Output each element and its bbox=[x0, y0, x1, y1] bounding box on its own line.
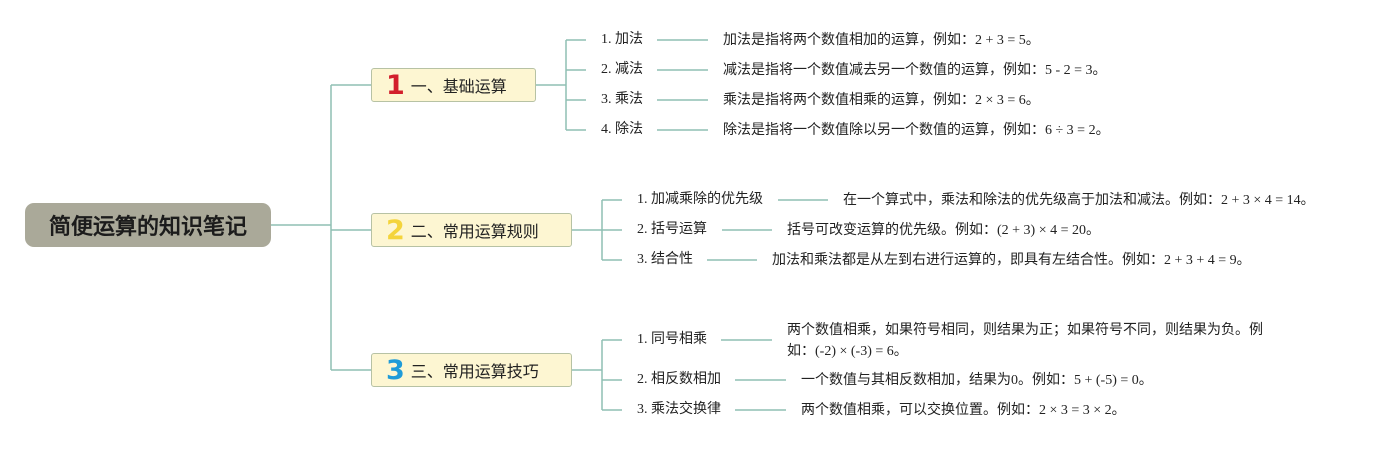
note-s1-4[interactable]: 除法是指将一个数值除以另一个数值的运算，例如：6 ÷ 3 = 2。 bbox=[723, 123, 1110, 138]
item-s1-2[interactable]: 2. 减法 bbox=[601, 62, 643, 77]
item-s3-2[interactable]: 2. 相反数相加 bbox=[637, 372, 721, 387]
connector-s2-notes bbox=[707, 199, 828, 261]
section-topic-3[interactable]: 3 三、常用运算技巧 bbox=[371, 353, 572, 387]
connector-s3-notes bbox=[721, 339, 786, 411]
item-s1-4[interactable]: 4. 除法 bbox=[601, 122, 643, 137]
connector-s1-items bbox=[566, 39, 586, 131]
section-label-3: 三、常用运算技巧 bbox=[410, 362, 539, 381]
note-s1-3[interactable]: 乘法是指将两个数值相乘的运算，例如：2 × 3 = 6。 bbox=[723, 93, 1040, 108]
note-s3-3[interactable]: 两个数值相乘，可以交换位置。例如：2 × 3 = 3 × 2。 bbox=[801, 403, 1126, 418]
connector-s3-items bbox=[602, 339, 622, 411]
item-s3-1[interactable]: 1. 同号相乘 bbox=[637, 332, 707, 347]
section-label-2: 二、常用运算规则 bbox=[410, 222, 539, 241]
item-s1-3[interactable]: 3. 乘法 bbox=[601, 92, 643, 107]
note-s2-3[interactable]: 加法和乘法都是从左到右进行运算的，即具有左结合性。例如：2 + 3 + 4 = … bbox=[772, 253, 1251, 268]
connector-s1-notes bbox=[657, 39, 708, 131]
section-number-1: 1 bbox=[386, 69, 405, 101]
note-s3-1[interactable]: 两个数值相乘，如果符号相同，则结果为正；如果符号不同，则结果为负。例如：(-2)… bbox=[787, 323, 1263, 359]
item-s2-3[interactable]: 3. 结合性 bbox=[637, 252, 693, 267]
root-topic[interactable]: 简便运算的知识笔记 bbox=[25, 203, 271, 247]
note-s1-1[interactable]: 加法是指将两个数值相加的运算，例如：2 + 3 = 5。 bbox=[723, 33, 1040, 48]
section-topic-2[interactable]: 2 二、常用运算规则 bbox=[371, 213, 572, 247]
section-number-3: 3 bbox=[386, 354, 405, 386]
section-label-1: 一、基础运算 bbox=[410, 77, 507, 96]
item-s2-2[interactable]: 2. 括号运算 bbox=[637, 222, 707, 237]
section-topic-1[interactable]: 1 一、基础运算 bbox=[371, 68, 536, 102]
note-s1-2[interactable]: 减法是指将一个数值减去另一个数值的运算，例如：5 - 2 = 3。 bbox=[723, 63, 1107, 78]
note-s2-2[interactable]: 括号可改变运算的优先级。例如：(2 + 3) × 4 = 20。 bbox=[787, 223, 1101, 238]
item-s3-3[interactable]: 3. 乘法交换律 bbox=[637, 402, 721, 417]
item-s1-1[interactable]: 1. 加法 bbox=[601, 32, 643, 47]
connector-s2-items bbox=[602, 199, 622, 261]
section-number-2: 2 bbox=[386, 214, 405, 246]
root-title: 简便运算的知识笔记 bbox=[48, 215, 247, 240]
note-s2-1[interactable]: 在一个算式中，乘法和除法的优先级高于加法和减法。例如：2 + 3 × 4 = 1… bbox=[843, 193, 1315, 208]
note-s3-2[interactable]: 一个数值与其相反数相加，结果为0。例如：5 + (-5) = 0。 bbox=[801, 373, 1153, 388]
item-s2-1[interactable]: 1. 加减乘除的优先级 bbox=[637, 192, 763, 207]
